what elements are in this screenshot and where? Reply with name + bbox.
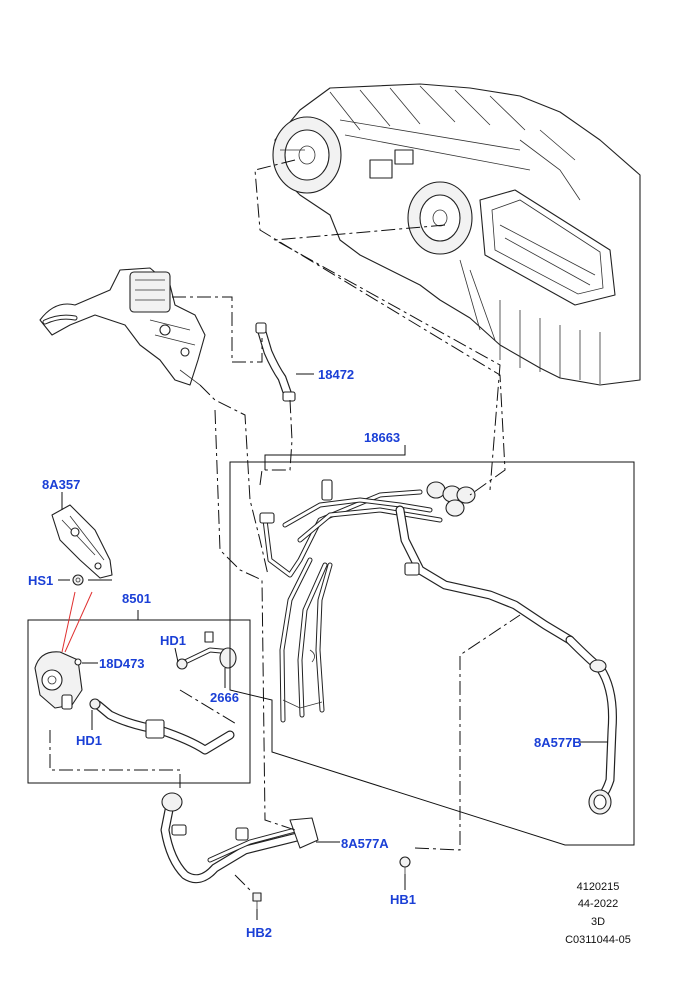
callout-18D473[interactable]: 18D473 bbox=[99, 656, 145, 671]
reference-block: 4120215 44-2022 3D C0311044-05 bbox=[565, 881, 631, 946]
connection-lines bbox=[49, 159, 521, 891]
highlight-line bbox=[61, 591, 76, 653]
bolt-HB2 bbox=[252, 892, 262, 909]
leader-lines bbox=[58, 373, 608, 920]
bolt-HS1 bbox=[72, 574, 84, 586]
callout-HD1-lower[interactable]: HD1 bbox=[76, 733, 102, 748]
bolt-HB1 bbox=[399, 856, 411, 874]
highlight-line bbox=[64, 591, 93, 653]
callout-HB2[interactable]: HB2 bbox=[246, 925, 272, 940]
callout-8A357[interactable]: 8A357 bbox=[42, 477, 80, 492]
callout-HD1-upper[interactable]: HD1 bbox=[160, 633, 186, 648]
reference-number: 4120215 bbox=[577, 881, 620, 893]
heater-valve-illustration bbox=[39, 267, 206, 386]
callout-8501[interactable]: 8501 bbox=[122, 591, 151, 606]
callout-18663[interactable]: 18663 bbox=[364, 430, 400, 445]
hose-18472 bbox=[255, 322, 296, 402]
bracket-8A357 bbox=[51, 504, 113, 579]
reference-date: 44-2022 bbox=[578, 898, 618, 910]
assembly-8501-box bbox=[27, 619, 251, 784]
callout-HS1[interactable]: HS1 bbox=[28, 573, 53, 588]
hvac-unit-illustration bbox=[272, 83, 641, 386]
callout-18472[interactable]: 18472 bbox=[318, 367, 354, 382]
pipe-assembly-18663 bbox=[259, 479, 575, 723]
reference-view: 3D bbox=[591, 916, 605, 928]
callout-2666[interactable]: 2666 bbox=[210, 690, 239, 705]
callout-HB1[interactable]: HB1 bbox=[390, 892, 416, 907]
assembly-18663-box bbox=[229, 461, 635, 846]
pump-assembly-8501 bbox=[34, 631, 237, 755]
callout-8A577A[interactable]: 8A577A bbox=[341, 836, 389, 851]
hose-8A577A bbox=[160, 792, 319, 884]
callout-8A577B[interactable]: 8A577B bbox=[534, 735, 582, 750]
hose-8A577B bbox=[565, 635, 617, 815]
reference-code: C0311044-05 bbox=[565, 934, 631, 946]
